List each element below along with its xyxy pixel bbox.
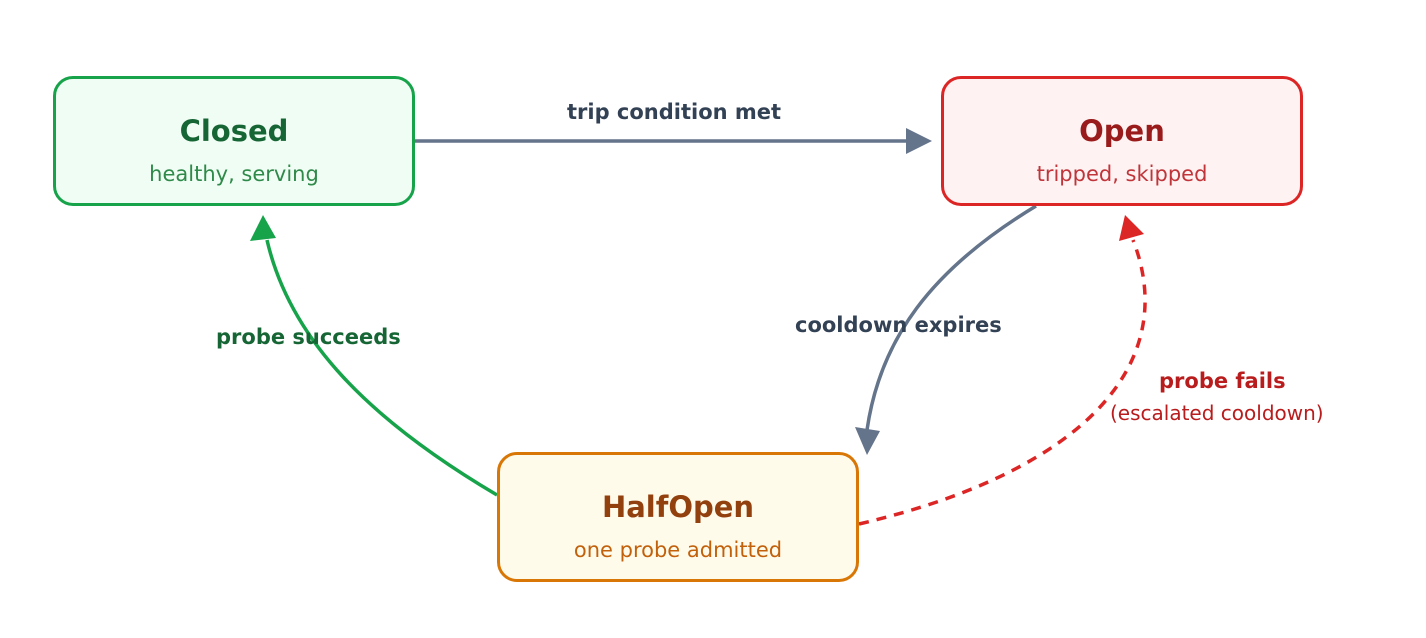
state-closed-title: Closed — [179, 114, 289, 148]
transition-label-fails: probe fails — [1159, 369, 1286, 393]
transition-note-escalated: (escalated cooldown) — [1110, 401, 1324, 425]
state-halfopen-title: HalfOpen — [601, 490, 755, 524]
state-open: Open tripped, skipped — [941, 76, 1303, 206]
state-closed-subtitle: healthy, serving — [149, 162, 319, 186]
state-halfopen-subtitle: one probe admitted — [573, 538, 783, 562]
transition-label-trip: trip condition met — [567, 100, 782, 124]
arrow-fails-head — [1119, 215, 1144, 241]
state-open-title: Open — [1079, 114, 1165, 148]
transition-label-cooldown: cooldown expires — [795, 313, 1002, 337]
arrow-succeeds-line — [265, 239, 498, 497]
state-halfopen: HalfOpen one probe admitted — [497, 452, 859, 582]
arrow-cooldown-line — [865, 204, 1037, 431]
arrow-fails-line — [858, 239, 1147, 526]
arrow-succeeds-head — [250, 215, 276, 241]
state-closed: Closed healthy, serving — [53, 76, 415, 206]
transition-label-succeeds: probe succeeds — [216, 325, 401, 349]
arrow-cooldown-head — [855, 427, 880, 455]
state-open-subtitle: tripped, skipped — [1036, 162, 1208, 186]
arrow-trip-head — [906, 128, 932, 154]
